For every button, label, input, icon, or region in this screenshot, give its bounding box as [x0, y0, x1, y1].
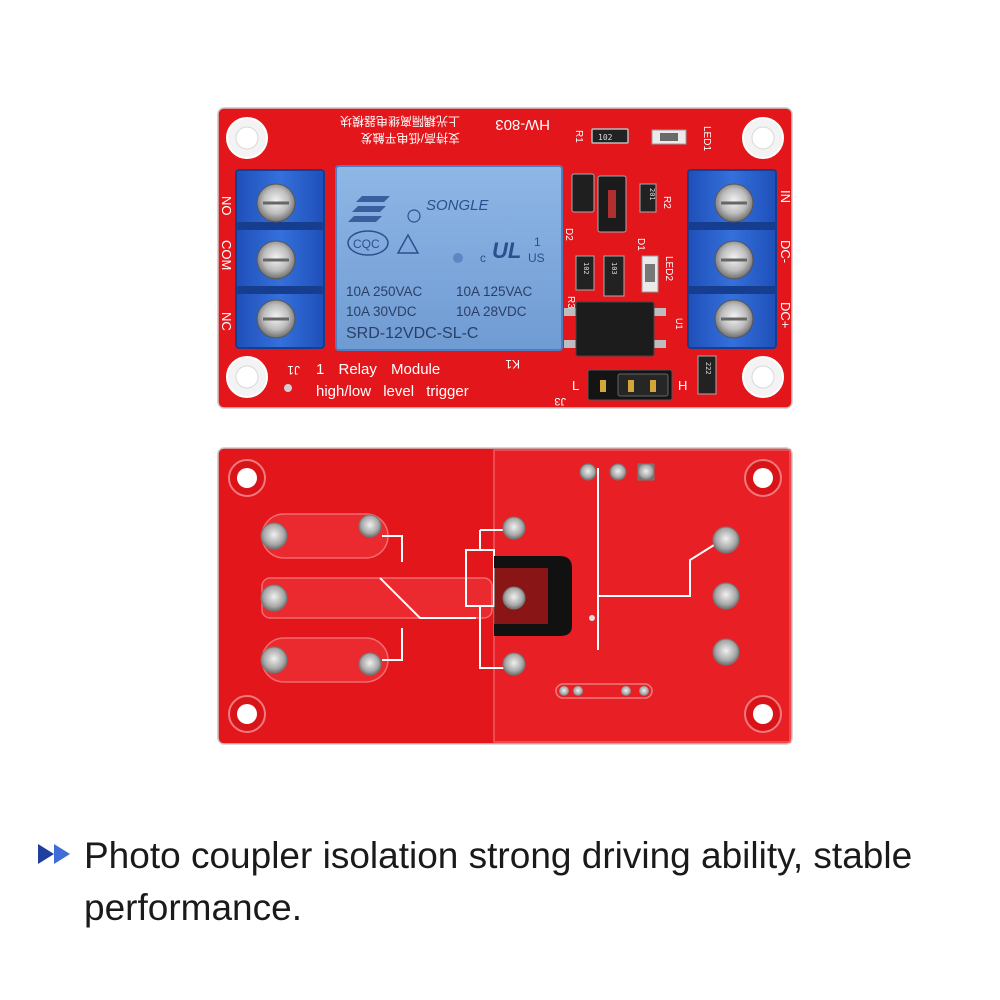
svg-text:R2: R2: [661, 196, 672, 209]
songle-logo-icon: [348, 196, 390, 222]
jumper-l-label: L: [572, 378, 579, 393]
terminal-label-no: NO: [219, 196, 234, 216]
relay: SONGLE CQC c UL 1 US 10A 250VAC 10A 125V…: [335, 165, 563, 351]
ul-mark: c UL 1 US: [480, 235, 545, 265]
power-traces: [261, 513, 493, 683]
top-board: HW-803 支持高/低电平触发 上光耦隔离继电器模块 NO COM NC: [217, 107, 793, 409]
relay-brand: SONGLE: [426, 197, 490, 214]
svg-text:U1: U1: [674, 318, 684, 330]
terminal-label-com: COM: [219, 240, 234, 270]
jumper-h-label: H: [678, 378, 687, 393]
resistor-r1: [591, 128, 629, 144]
silkscreen-relay-outline: [379, 468, 723, 669]
relay-module-illustration: HW-803 支持高/低电平触发 上光耦隔离继电器模块 NO COM NC: [217, 107, 793, 745]
triangle-cert-icon: [396, 233, 420, 254]
double-triangle-bullet-icon: [36, 842, 74, 866]
silkscreen-line-2: high/low level trigger: [316, 383, 469, 400]
svg-text:US: US: [528, 251, 545, 265]
svg-text:LED2: LED2: [663, 256, 674, 281]
rating-left-2: 10A 30VDC: [346, 304, 417, 319]
svg-text:102: 102: [598, 133, 613, 142]
fiducial: [284, 384, 292, 392]
registered-icon: [407, 209, 421, 223]
silkscreen-line-1: 1 Relay Module: [316, 361, 440, 378]
resistor-r2: [639, 183, 657, 213]
caption: Photo coupler isolation strong driving a…: [36, 830, 966, 934]
chinese-line-2: 上光耦隔离继电器模块: [340, 114, 460, 129]
rating-right-1: 10A 125VAC: [456, 284, 533, 299]
svg-text:102: 102: [582, 262, 590, 275]
rating-right-2: 10A 28VDC: [456, 304, 527, 319]
relay-dot: [453, 253, 463, 263]
mounting-holes-bottom: [228, 459, 782, 733]
jumper-header: [587, 369, 673, 401]
svg-text:c: c: [480, 251, 486, 265]
svg-text:CQC: CQC: [353, 237, 380, 251]
terminal-label-dc-plus: DC+: [778, 302, 793, 328]
model-label: HW-803: [495, 116, 550, 133]
resistor-r3: [697, 355, 717, 395]
svg-text:R3: R3: [565, 296, 576, 309]
j1-label: J1: [287, 363, 300, 377]
top-silkscreen-inverted: HW-803 支持高/低电平触发 上光耦隔离继电器模块: [340, 114, 550, 146]
caption-text: Photo coupler isolation strong driving a…: [84, 835, 913, 928]
svg-text:R1: R1: [573, 130, 584, 143]
relay-part-number: SRD-12VDC-SL-C: [346, 325, 478, 342]
smd-components: 102 R1 LED1 201 R2 D2 D1 102 103 LED2: [554, 126, 717, 407]
svg-text:UL: UL: [492, 238, 521, 263]
mounting-holes-top: [226, 117, 784, 398]
bottom-board: [217, 447, 793, 745]
left-terminal-labels: NO COM NC: [219, 196, 234, 331]
svg-text:D1: D1: [635, 238, 646, 251]
left-terminal-block: [235, 169, 325, 349]
terminal-label-in: IN: [778, 190, 793, 203]
resistor-r4: [575, 255, 595, 291]
solder-pads: [260, 463, 740, 699]
jumper-j3-label: J3: [554, 395, 566, 407]
transistor: [571, 173, 595, 213]
right-terminal-labels: IN DC- DC+: [778, 190, 793, 328]
svg-text:222: 222: [704, 362, 712, 375]
cqc-badge: CQC: [347, 230, 389, 256]
rating-left-1: 10A 250VAC: [346, 284, 423, 299]
svg-text:1: 1: [534, 235, 541, 249]
terminal-label-nc: NC: [219, 312, 234, 331]
svg-text:LED1: LED1: [701, 126, 712, 151]
k1-label: K1: [505, 357, 520, 371]
right-terminal-block: [687, 169, 777, 349]
terminal-label-dc-minus: DC-: [778, 240, 793, 263]
chinese-line-1: 支持高/低电平触发: [361, 131, 460, 146]
resistor-r5: [603, 255, 625, 297]
svg-text:201: 201: [648, 188, 656, 201]
svg-text:D2: D2: [563, 228, 574, 241]
svg-text:103: 103: [610, 262, 618, 275]
optocoupler-u1: U1: [564, 301, 684, 357]
pcb-slot: [494, 556, 572, 636]
